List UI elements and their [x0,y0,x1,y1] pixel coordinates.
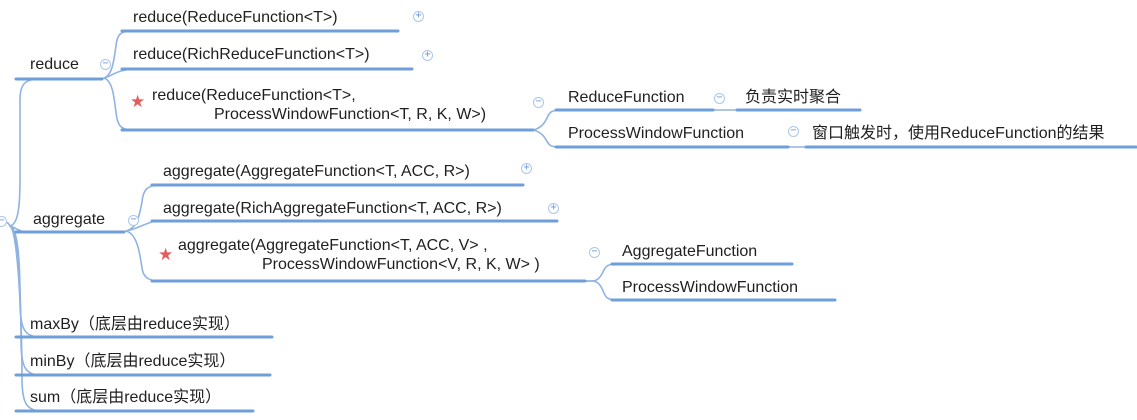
collapse-icon[interactable]: − [714,93,725,104]
node-reducefunction-note[interactable]: 负责实时聚合 [745,89,842,106]
node-processwindowfunction-part[interactable]: ProcessWindowFunction [622,279,799,296]
node-reducefunction-role[interactable]: ReduceFunction [568,89,685,106]
node-line2: ProcessWindowFunction<T, R, K, W>) [214,106,487,123]
collapse-icon-aggregate[interactable]: − [128,215,139,226]
expand-icon[interactable]: + [413,11,424,22]
expand-icon[interactable]: + [548,203,559,214]
node-aggregate-combo[interactable]: aggregate(AggregateFunction<T, ACC, V> ,… [178,236,540,274]
node-processwindowfunction-note[interactable]: 窗口触发时，使用ReduceFunction的结果 [812,125,1105,142]
node-reduce-combo[interactable]: reduce(ReduceFunction<T>, ProcessWindowF… [152,86,486,124]
node-maxby[interactable]: maxBy（底层由reduce实现） [30,316,240,333]
node-aggregate[interactable]: aggregate [33,211,106,228]
node-sum[interactable]: sum（底层由reduce实现） [30,389,222,406]
node-aggregate-aggregatefunction[interactable]: aggregate(AggregateFunction<T, ACC, R>) [163,163,470,180]
expand-icon[interactable]: + [521,163,532,174]
collapse-icon-root[interactable]: − [0,216,7,227]
node-line1: reduce(ReduceFunction<T>, [152,87,356,104]
node-aggregatefunction-part[interactable]: AggregateFunction [622,243,758,260]
star-marker-icon: ★ [130,92,146,111]
collapse-icon-reduce[interactable]: − [100,59,111,70]
expand-icon[interactable]: + [422,50,433,61]
node-line2: ProcessWindowFunction<V, R, K, W> ) [262,256,540,273]
node-reduce-reducefunction[interactable]: reduce(ReduceFunction<T>) [133,9,338,26]
star-marker-icon: ★ [158,245,174,264]
node-reduce-richreducefunction[interactable]: reduce(RichReduceFunction<T>) [133,46,370,63]
node-line1: aggregate(AggregateFunction<T, ACC, V> , [178,237,488,254]
collapse-icon[interactable]: − [788,126,799,137]
collapse-icon[interactable]: − [533,97,544,108]
node-aggregate-richaggregatefunction[interactable]: aggregate(RichAggregateFunction<T, ACC, … [163,200,502,217]
node-reduce[interactable]: reduce [30,56,79,73]
collapse-icon[interactable]: − [589,247,600,258]
node-minby[interactable]: minBy（底层由reduce实现） [30,353,236,370]
node-processwindowfunction-role[interactable]: ProcessWindowFunction [568,125,745,142]
